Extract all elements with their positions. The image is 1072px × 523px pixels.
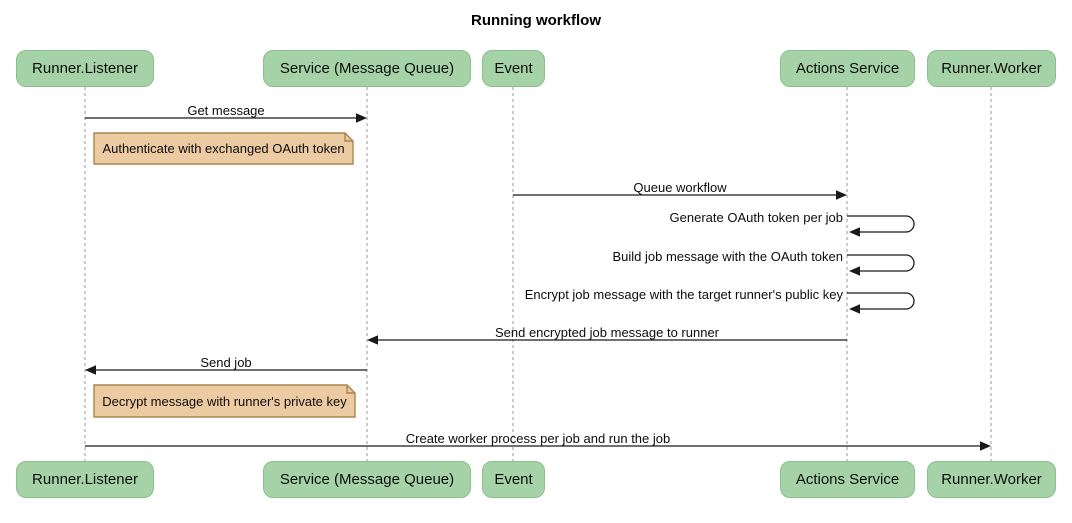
participant-runner-worker-bottom: Runner.Worker [927, 461, 1056, 498]
note-fold-icon [346, 385, 355, 394]
arrowhead-left-icon [849, 304, 860, 314]
self-loop-encrypt-job-message [847, 292, 915, 310]
participant-label: Service (Message Queue) [279, 471, 455, 488]
participant-event-bottom: Event [482, 461, 545, 498]
message-label-get-message: Get message [187, 103, 265, 118]
participant-actions-service-top: Actions Service [780, 50, 915, 87]
message-label-send-encrypted-job-message: Send encrypted job message to runner [494, 325, 720, 340]
participant-label: Runner.Listener [32, 60, 138, 77]
note-authenticate-label: Authenticate with exchanged OAuth token [102, 141, 345, 156]
participant-label: Runner.Worker [941, 60, 1042, 77]
arrowhead-left-icon [849, 227, 860, 237]
participant-label: Runner.Listener [32, 471, 138, 488]
arrowhead-right-icon [836, 190, 847, 200]
self-loop-build-job-message [847, 254, 915, 272]
participant-runner-worker-top: Runner.Worker [927, 50, 1056, 87]
note-fold-icon [344, 133, 353, 142]
participant-label: Actions Service [795, 471, 900, 488]
message-label-encrypt-job-message: Encrypt job message with the target runn… [524, 287, 843, 302]
note-decrypt-label: Decrypt message with runner's private ke… [102, 393, 347, 409]
self-loop-generate-oauth-token [847, 215, 915, 233]
participant-actions-service-bottom: Actions Service [780, 461, 915, 498]
message-label-generate-oauth-token: Generate OAuth token per job [669, 210, 843, 225]
participant-label: Actions Service [795, 60, 900, 77]
note-authenticate-shape [93, 132, 354, 165]
message-label-build-job-message: Build job message with the OAuth token [612, 249, 843, 264]
arrowhead-left-icon [367, 335, 378, 345]
participant-runner-listener-bottom: Runner.Listener [16, 461, 154, 498]
message-label-send-job: Send job [200, 355, 252, 370]
message-label-create-worker-process: Create worker process per job and run th… [405, 431, 671, 446]
arrowhead-left-icon [849, 266, 860, 276]
diagram-title: Running workflow [471, 12, 601, 29]
participant-service-message-queue-top: Service (Message Queue) [263, 50, 471, 87]
participant-runner-listener-top: Runner.Listener [16, 50, 154, 87]
arrowhead-left-icon [85, 365, 96, 375]
participant-label: Runner.Worker [941, 471, 1042, 488]
note-decrypt-shape [93, 384, 356, 418]
participant-label: Event [494, 471, 533, 488]
participant-label: Event [494, 60, 533, 77]
participant-event-top: Event [482, 50, 545, 87]
message-label-queue-workflow: Queue workflow [633, 180, 727, 195]
arrowhead-right-icon [980, 441, 991, 451]
arrowhead-right-icon [356, 113, 367, 123]
participant-label: Service (Message Queue) [279, 60, 455, 77]
participant-service-message-queue-bottom: Service (Message Queue) [263, 461, 471, 498]
